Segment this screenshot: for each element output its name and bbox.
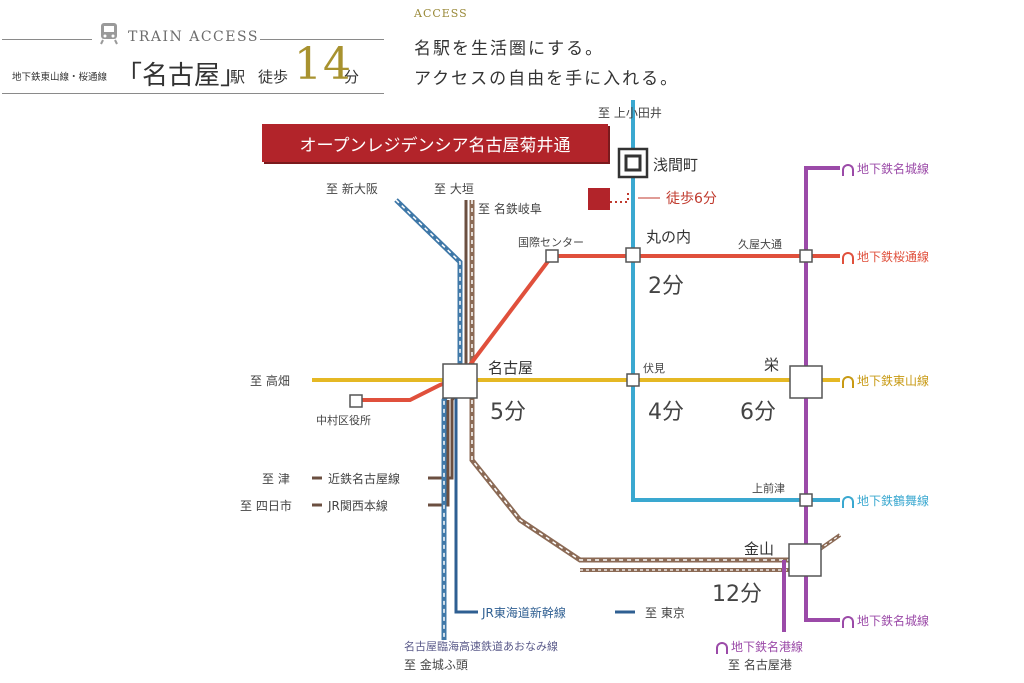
station-kanayama: 金山 <box>744 540 775 558</box>
station-markers <box>349 147 823 577</box>
station-name: 「名古屋」 <box>116 61 247 91</box>
station-sengencho: 浅間町 <box>653 156 699 174</box>
subway-icon <box>842 375 854 388</box>
header-rule-top-left <box>2 39 92 40</box>
fushimi-marker <box>626 373 640 387</box>
label-meiko-text: 地下鉄名港線 <box>731 640 804 654</box>
label-sakuradori-text: 地下鉄桜通線 <box>857 250 930 264</box>
walk-minutes: 14 <box>294 39 352 90</box>
subway-icon <box>842 495 854 508</box>
dir-meitetsu-gifu: 至 名鉄岐阜 <box>478 202 542 216</box>
header-rule-top-right <box>260 39 384 40</box>
train-access-title: TRAIN ACCESS <box>128 29 259 45</box>
label-meijo-bottom: 地下鉄名城線 <box>842 612 929 629</box>
station-kamimaezu: 上前津 <box>752 482 785 495</box>
walk-route <box>610 190 629 203</box>
subway-icon <box>842 615 854 628</box>
label-higashiyama: 地下鉄東山線 <box>842 372 929 389</box>
copy-line-2: アクセスの自由を手に入れる。 <box>414 69 680 89</box>
station-sakae: 栄 <box>764 356 780 374</box>
dir-yokkaichi: 至 四日市 <box>240 499 292 513</box>
dir-tokyo: 至 東京 <box>645 606 685 620</box>
copy-line-1: 名駅を生活圏にする。 <box>414 39 605 59</box>
eki-label: 駅 <box>230 68 246 86</box>
dir-ogaki: 至 大垣 <box>434 182 474 196</box>
label-tsurumai: 地下鉄鶴舞線 <box>842 492 929 509</box>
dir-shin-osaka: 至 新大阪 <box>326 182 378 196</box>
label-meijo-bottom-text: 地下鉄名城線 <box>857 614 930 628</box>
kokusai-marker <box>545 249 559 263</box>
line-aonami: 名古屋臨海高速鉄道あおなみ線 <box>404 640 558 653</box>
station-nagoya: 名古屋 <box>488 359 534 377</box>
subway-icon <box>842 163 854 176</box>
station-hisaya-odori: 久屋大通 <box>738 238 782 251</box>
line-shinkansen: JR東海道新幹線 <box>482 606 566 620</box>
time-fushimi: 4分 <box>648 400 684 425</box>
label-meijo-top: 地下鉄名城線 <box>842 160 929 177</box>
walk-label: 徒歩 <box>258 68 289 86</box>
dir-takabata: 至 高畑 <box>250 374 290 388</box>
minutes-unit: 分 <box>344 68 360 86</box>
subway-icon <box>842 251 854 264</box>
subway-icon <box>716 641 728 654</box>
time-marunouchi: 2分 <box>648 274 684 299</box>
label-sakuradori: 地下鉄桜通線 <box>842 248 929 265</box>
time-kanayama: 12分 <box>712 582 762 607</box>
label-meijo-top-text: 地下鉄名城線 <box>857 162 930 176</box>
header-rule-bottom <box>2 93 384 94</box>
line-kintetsu: 近鉄名古屋線 <box>328 472 401 486</box>
dir-kinjofuto: 至 金城ふ頭 <box>404 658 468 672</box>
time-sakae: 6分 <box>740 400 776 425</box>
sakae-marker <box>789 365 823 399</box>
kamimaezu-marker <box>799 493 813 507</box>
line-jr-kansai: JR関西本線 <box>328 499 388 513</box>
dir-tsu: 至 津 <box>262 472 290 486</box>
access-label: ACCESS <box>414 7 468 20</box>
label-higashiyama-text: 地下鉄東山線 <box>857 374 930 388</box>
label-tsurumai-text: 地下鉄鶴舞線 <box>857 494 930 508</box>
time-nagoya: 5分 <box>490 400 526 425</box>
marunouchi-marker <box>625 247 641 263</box>
dir-kamiotai: 至 上小田井 <box>598 106 662 120</box>
nagoya-marker <box>442 363 478 399</box>
station-fushimi: 伏見 <box>643 362 665 375</box>
hisaya-marker <box>799 249 813 263</box>
dir-nagoyako: 至 名古屋港 <box>728 658 792 672</box>
property-marker <box>588 188 610 210</box>
station-kokusai-center: 国際センター <box>518 236 584 249</box>
train-icon <box>100 23 118 45</box>
station-nakamura-kuyakusho: 中村区役所 <box>316 414 371 427</box>
subway-lines-label: 地下鉄東山線・桜通線 <box>12 72 108 83</box>
tsurumai-line <box>631 100 840 502</box>
label-meiko: 地下鉄名港線 <box>716 638 803 655</box>
station-marunouchi: 丸の内 <box>646 228 692 246</box>
walk-6-minutes: 徒歩6分 <box>666 191 717 207</box>
kanayama-marker <box>788 543 822 577</box>
nakamura-marker <box>349 394 363 408</box>
property-name: オープンレジデンシア名古屋菊井通 <box>262 124 608 162</box>
sengencho-marker <box>617 147 649 179</box>
